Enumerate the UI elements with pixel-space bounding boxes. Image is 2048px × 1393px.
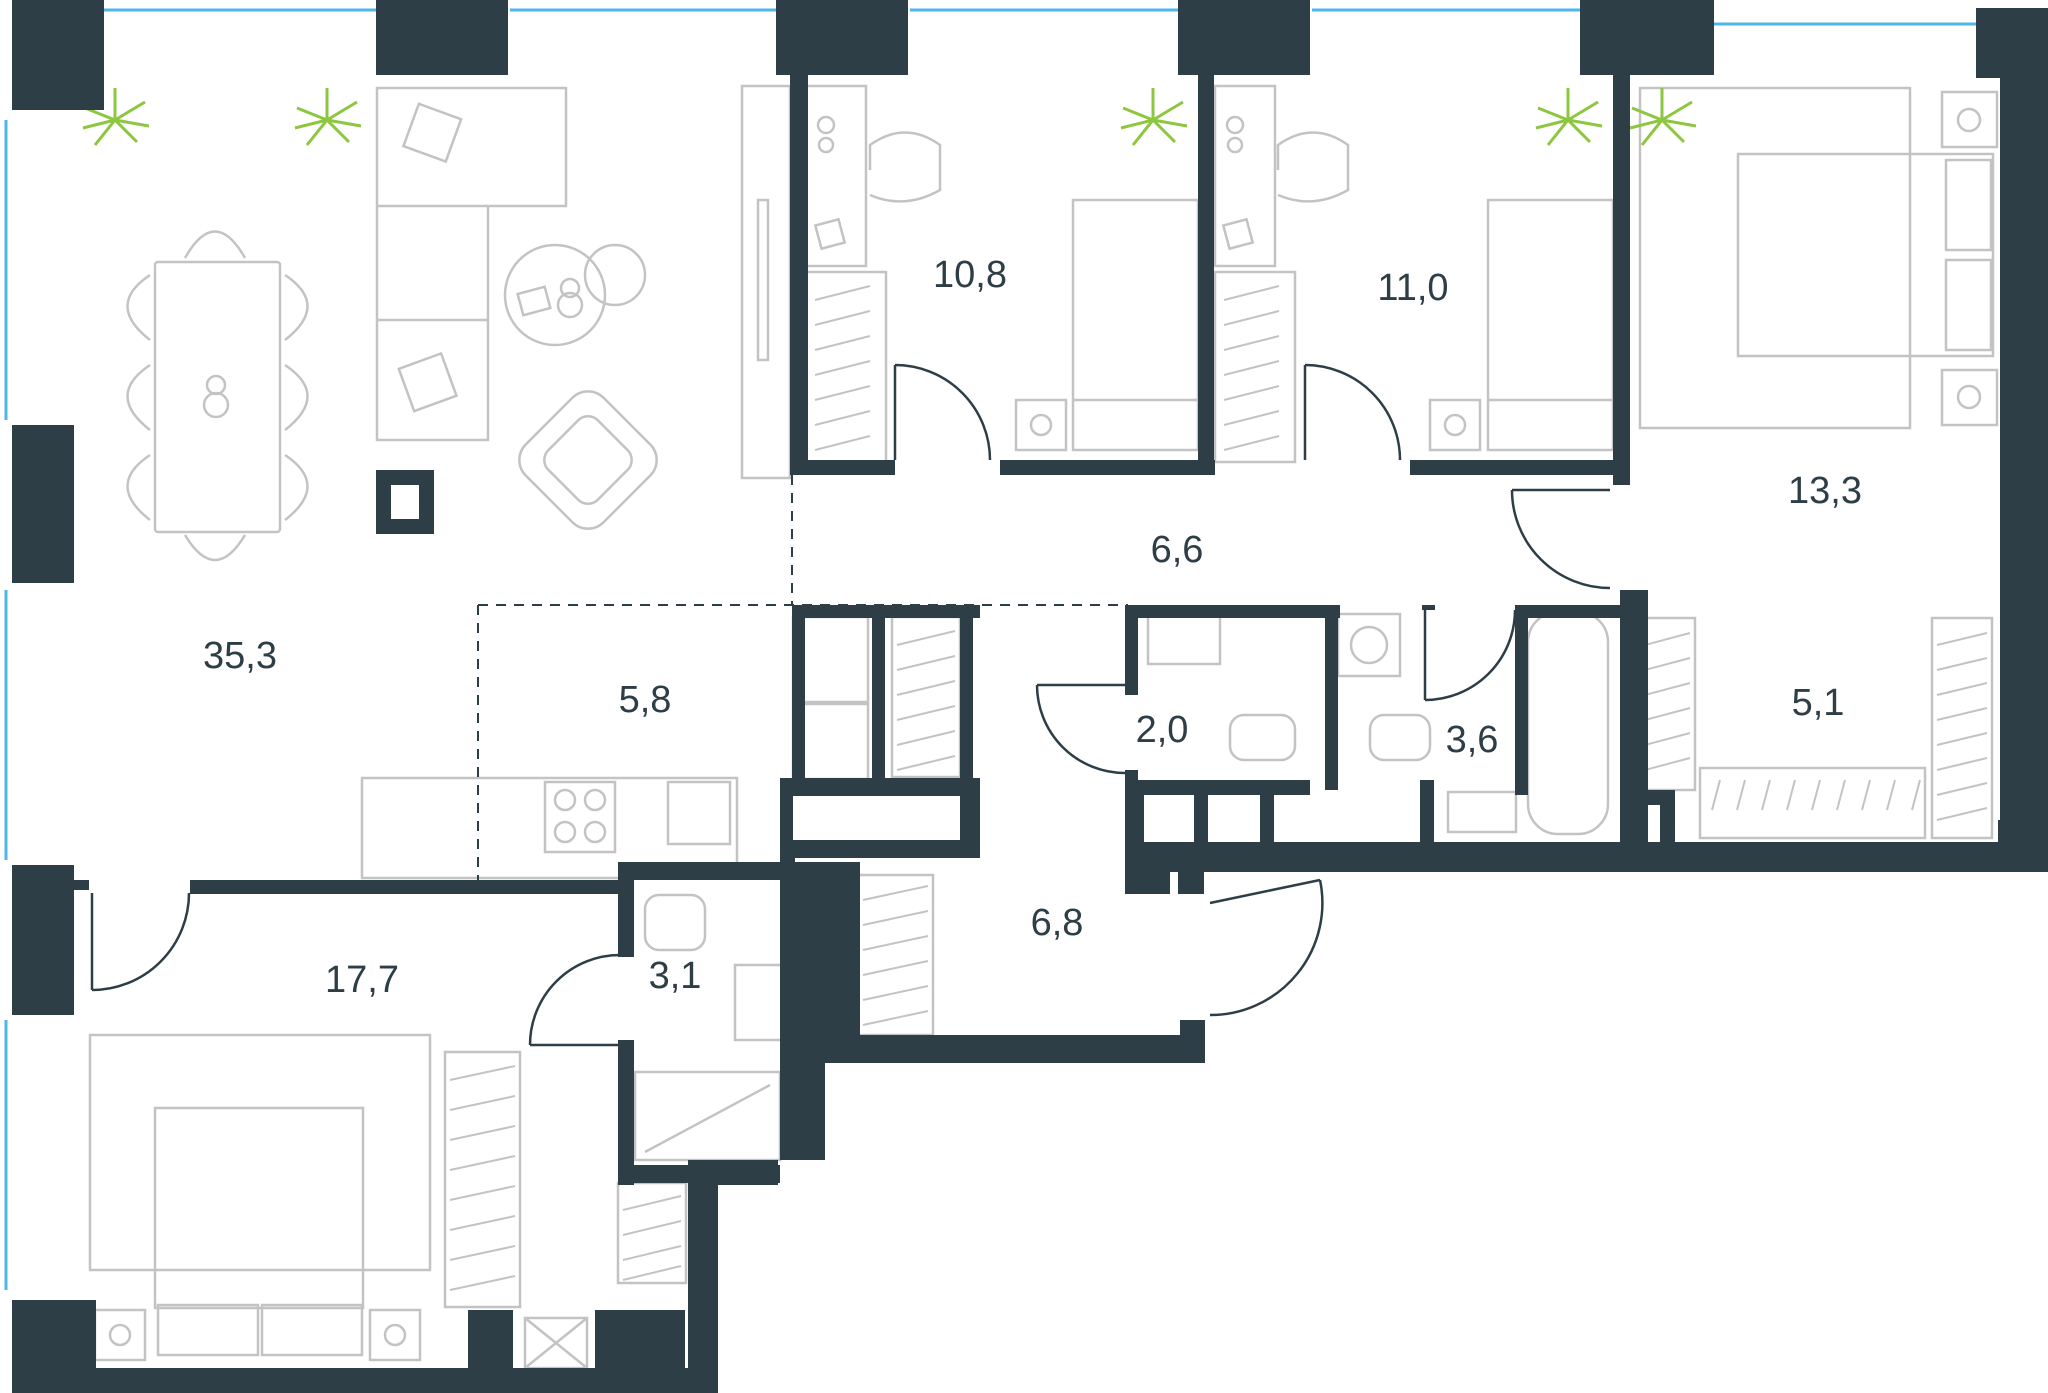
vase-icon [205,374,227,396]
area-label-bedroom-1: 10,8 [933,254,1007,296]
door-swing [1209,879,1324,1017]
wardrobe [890,615,962,779]
tv-unit [740,84,792,480]
desk-chair [868,131,942,203]
cooktop [543,780,617,854]
door-swing [894,363,992,461]
dining-chair [284,453,309,521]
nightstand [368,1308,422,1362]
plant-icon [82,88,150,146]
walls [12,0,2048,1393]
bed [1736,152,1995,358]
plant-icon [1120,88,1188,146]
door-swing [528,953,621,1046]
bed [1486,198,1615,452]
nightstand [1940,90,1999,149]
bed-cover [1638,86,1912,430]
sink [1146,612,1222,666]
area-label-bathroom-1: 3,6 [1446,719,1499,761]
plant-icon [1629,88,1697,146]
dining-chair [126,363,151,431]
sink [1446,790,1518,834]
bathtub [1526,610,1610,836]
toilet [1228,713,1297,762]
dining-chair [284,363,309,431]
area-label-hall: 6,6 [1151,529,1204,571]
desk-chair [1276,131,1350,203]
dining-table [153,260,282,534]
dining-chair [183,534,247,562]
area-label-bedroom-2: 11,0 [1377,267,1448,309]
coffee-table [503,243,607,347]
nightstand [93,1308,147,1362]
toilet [643,893,707,952]
furniture [88,84,1999,1370]
wardrobe [1213,270,1297,464]
area-label-bedroom-3: 17,7 [325,959,399,1001]
area-label-kitchen: 5,8 [619,679,672,721]
pillow [156,1303,260,1357]
toilet [1368,713,1432,762]
plants [82,88,1697,146]
area-label-living: 35,3 [203,635,277,677]
wardrobe [1930,616,1994,840]
plant-icon [1535,88,1603,146]
dining-chair [183,230,247,259]
cushion [397,351,459,413]
pillow [1944,258,1993,352]
cushion [401,102,463,164]
area-labels: 35,3 5,8 10,8 11,0 13,3 6,6 2,0 3,6 5,1 … [203,254,1862,1001]
desk [804,84,868,268]
bed [1071,198,1200,452]
area-label-master-bedroom: 13,3 [1788,470,1862,512]
wardrobe [1698,766,1927,840]
door-swing [1035,684,1126,775]
doors [90,363,1611,1047]
door-swing [1424,609,1517,702]
kitchen-sink [666,780,732,846]
pillow [260,1303,364,1357]
bed [153,1106,365,1310]
nightstand [1014,398,1068,452]
dining-chair [126,453,151,521]
door-swing [91,892,191,992]
area-label-wardrobe: 5,1 [1792,682,1845,724]
door-swing [1304,363,1402,461]
nightstand [1428,398,1482,452]
area-label-bathroom-2: 3,1 [649,955,702,997]
area-label-entrance: 6,8 [1031,902,1084,944]
dining-chair [284,273,309,341]
sink [733,963,787,1042]
desk [1213,84,1277,268]
windows [4,8,1976,1290]
area-label-wc: 2,0 [1136,709,1189,751]
wardrobe [443,1050,522,1309]
armchair [518,390,658,530]
plant-icon [294,88,362,146]
washing-machine [1336,612,1402,678]
pillow [1944,158,1993,252]
counter [360,776,739,880]
dining-chair [126,273,151,341]
bed-cover [88,1033,432,1272]
nightstand [1940,368,1999,427]
wardrobe-hatching [449,285,1988,1291]
door-swing [1510,489,1611,590]
